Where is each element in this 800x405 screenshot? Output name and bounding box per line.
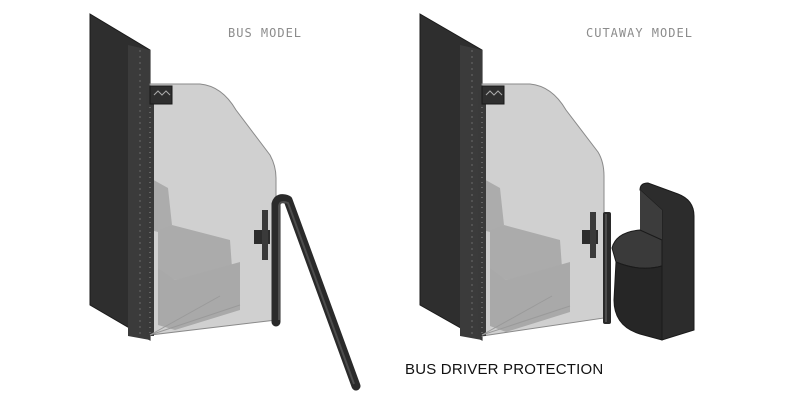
floor-bracket <box>149 295 241 336</box>
cutaway-top-bracket <box>481 85 505 105</box>
cutaway-model-label: CUTAWAY MODEL <box>586 26 693 40</box>
figure-caption: BUS DRIVER PROTECTION <box>405 361 604 378</box>
cutaway-latch-bracket <box>582 212 598 258</box>
mounting-rail <box>146 90 154 336</box>
bus-wall <box>89 13 151 341</box>
barrier-panel <box>149 83 277 336</box>
cutaway-wall <box>419 13 483 341</box>
cutaway-mounting-rail <box>478 90 486 336</box>
cutaway-pole <box>603 212 611 324</box>
bus-model-diagram <box>89 13 361 391</box>
bus-model-label: BUS MODEL <box>228 26 303 40</box>
cutaway-barrier-panel <box>481 83 605 337</box>
cutaway-model-diagram <box>419 13 695 341</box>
top-bracket <box>149 85 173 105</box>
handrail-pole <box>271 194 361 391</box>
front-passenger-seat <box>611 182 695 341</box>
cutaway-floor-bracket <box>481 295 571 336</box>
